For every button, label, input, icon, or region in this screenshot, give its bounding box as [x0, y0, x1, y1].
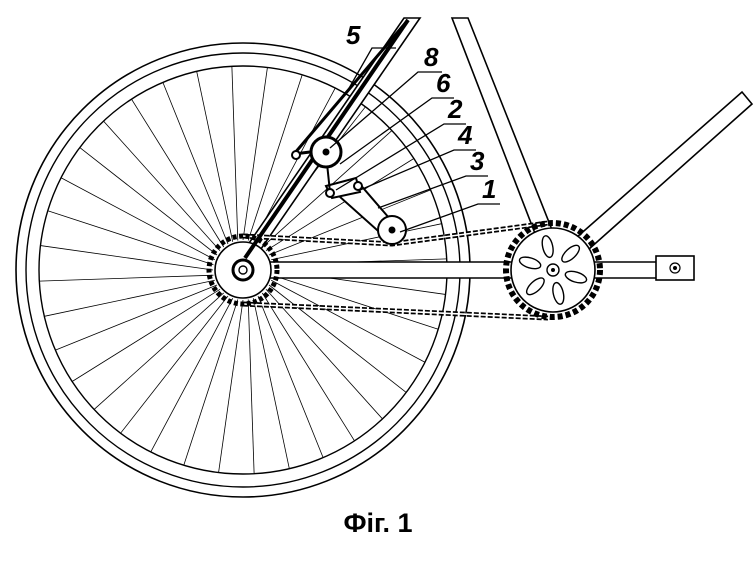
- spoke: [47, 210, 214, 266]
- leader-1: [399, 203, 500, 233]
- spoke: [60, 177, 215, 261]
- upper-pulley-axle: [322, 148, 330, 156]
- pivot-left: [291, 150, 301, 160]
- chain-lower-run-inner: [242, 303, 549, 319]
- rear-wheel: [15, 42, 471, 498]
- spoke: [247, 299, 255, 474]
- spoke: [131, 98, 225, 248]
- spoke: [247, 74, 303, 241]
- spoke: [162, 82, 229, 245]
- rear-sprocket: [206, 233, 280, 307]
- chainring-cutout: [541, 235, 554, 259]
- spoke: [265, 158, 415, 252]
- spoke: [183, 299, 239, 466]
- spoke: [44, 279, 215, 317]
- rear-axle: [238, 265, 248, 275]
- pivot-middle: [325, 188, 335, 198]
- leader-3: [377, 175, 488, 209]
- label-1: 1: [482, 174, 496, 204]
- tensioner-mechanism: [243, 18, 410, 260]
- leader-lines: [329, 47, 500, 233]
- spoke: [218, 299, 244, 473]
- callout-labels: 5 8 6 2 4 3 1: [346, 20, 496, 204]
- crank-axle-center: [551, 268, 555, 272]
- chainring-cutout: [518, 256, 542, 270]
- label-6: 6: [436, 68, 451, 98]
- spoke: [271, 279, 426, 363]
- spoke: [120, 295, 229, 434]
- spoke: [272, 274, 439, 330]
- spoke: [265, 289, 383, 420]
- label-2: 2: [447, 94, 463, 124]
- label-8: 8: [424, 42, 439, 72]
- spoke: [196, 71, 234, 242]
- tension-link-upper: [292, 19, 410, 155]
- spokes: [39, 66, 447, 474]
- spoke: [71, 288, 221, 382]
- spoke: [268, 189, 431, 256]
- chainring-teeth: [503, 220, 603, 320]
- chainring-cutout: [552, 281, 565, 305]
- chainring-cutout: [525, 277, 545, 296]
- spoke: [268, 284, 407, 393]
- spoke: [79, 147, 218, 256]
- leader-8: [329, 71, 442, 149]
- spoke: [231, 66, 239, 241]
- lower-pulley-axle: [388, 226, 396, 234]
- leader-6: [339, 97, 454, 165]
- leader-4: [359, 149, 476, 191]
- label-5: 5: [346, 20, 361, 50]
- spoke: [103, 120, 221, 251]
- spoke: [150, 298, 234, 453]
- pivot-right: [353, 181, 363, 191]
- chainring-holes: [518, 235, 588, 305]
- leader-5: [347, 47, 396, 91]
- rear-sprocket-teeth: [206, 233, 280, 307]
- spoke: [242, 67, 268, 241]
- leader-2: [335, 123, 466, 191]
- label-4: 4: [457, 120, 473, 150]
- spoke: [93, 292, 224, 410]
- spoke: [261, 292, 355, 442]
- spoke: [252, 298, 290, 469]
- chainring-cutout: [564, 270, 588, 284]
- figure-caption: Фіг. 1: [343, 508, 413, 538]
- chainring-cutout: [561, 244, 581, 263]
- spoke: [39, 274, 214, 282]
- spoke: [257, 295, 324, 458]
- label-3: 3: [470, 146, 485, 176]
- chainring: [503, 220, 603, 320]
- chain-stay: [242, 261, 691, 279]
- spoke: [55, 284, 218, 351]
- dropout-bolt-center: [672, 265, 677, 270]
- spoke: [40, 245, 214, 271]
- down-tube: [558, 90, 754, 268]
